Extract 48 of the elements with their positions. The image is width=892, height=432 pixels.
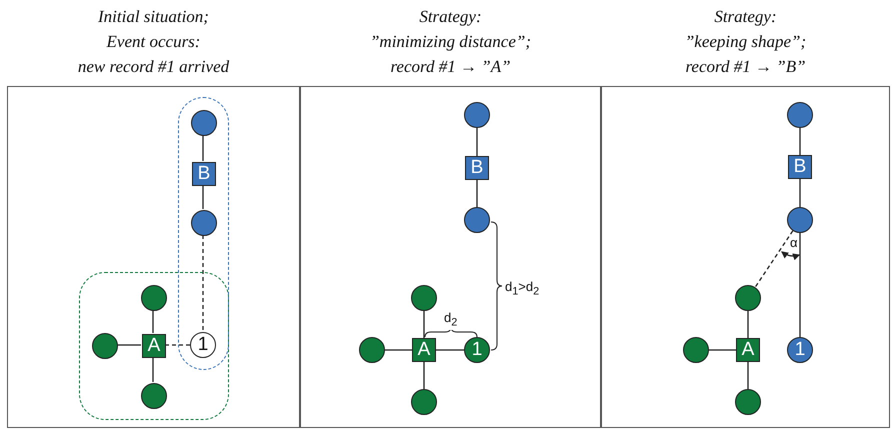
panel-heading: Strategy: ”minimizing distance”; record #1 → ”A”: [368, 6, 532, 78]
circle-node: [359, 337, 385, 363]
circle-node: [735, 285, 761, 311]
connector-line: [202, 185, 204, 209]
connector-line: [747, 362, 749, 389]
connector-line: [476, 128, 478, 156]
panel-heading: Initial situation; Event occurs: new record #1 arrived: [76, 6, 230, 78]
circle-node: 1: [190, 332, 216, 358]
square-node: B: [465, 156, 489, 180]
connector-line: [799, 128, 801, 155]
connector-line: [117, 344, 141, 346]
circle-node: [141, 285, 167, 311]
circle-node: [464, 207, 490, 233]
circle-node: [464, 102, 490, 128]
connector-line: [476, 180, 478, 207]
connector-line: [754, 230, 794, 288]
circle-node: 1: [464, 337, 490, 363]
circle-node: [787, 207, 813, 233]
connector-line: [423, 311, 425, 338]
panel-heading: Strategy: ”keeping shape”; record #1 → ”B”: [684, 6, 808, 78]
square-node: A: [142, 334, 166, 358]
circle-node: [141, 383, 167, 409]
circle-node: [411, 285, 437, 311]
connector-line: [799, 233, 801, 337]
circle-node: [735, 389, 761, 415]
connector-line: [799, 179, 801, 207]
distance-label: d$_{2}$: [444, 311, 458, 330]
square-node: A: [736, 338, 760, 362]
connector-line: [747, 311, 749, 338]
connector-line: [202, 135, 204, 161]
circle-node: 1: [787, 337, 813, 363]
connector-line: [423, 362, 425, 389]
circle-node: [191, 110, 217, 136]
circle-node: [411, 389, 437, 415]
square-node: B: [192, 162, 216, 186]
connector-line: [385, 349, 412, 351]
circle-node: [787, 102, 813, 128]
square-node: A: [412, 338, 436, 362]
circle-node: [683, 337, 709, 363]
connector-line: [202, 235, 204, 332]
connector-line: [152, 357, 154, 382]
square-node: B: [788, 155, 812, 179]
connector-line: [436, 349, 464, 351]
connector-line: [152, 310, 154, 333]
connector-line: [709, 349, 736, 351]
circle-node: [191, 210, 217, 236]
circle-node: [92, 333, 118, 359]
connector-line: [165, 344, 190, 346]
